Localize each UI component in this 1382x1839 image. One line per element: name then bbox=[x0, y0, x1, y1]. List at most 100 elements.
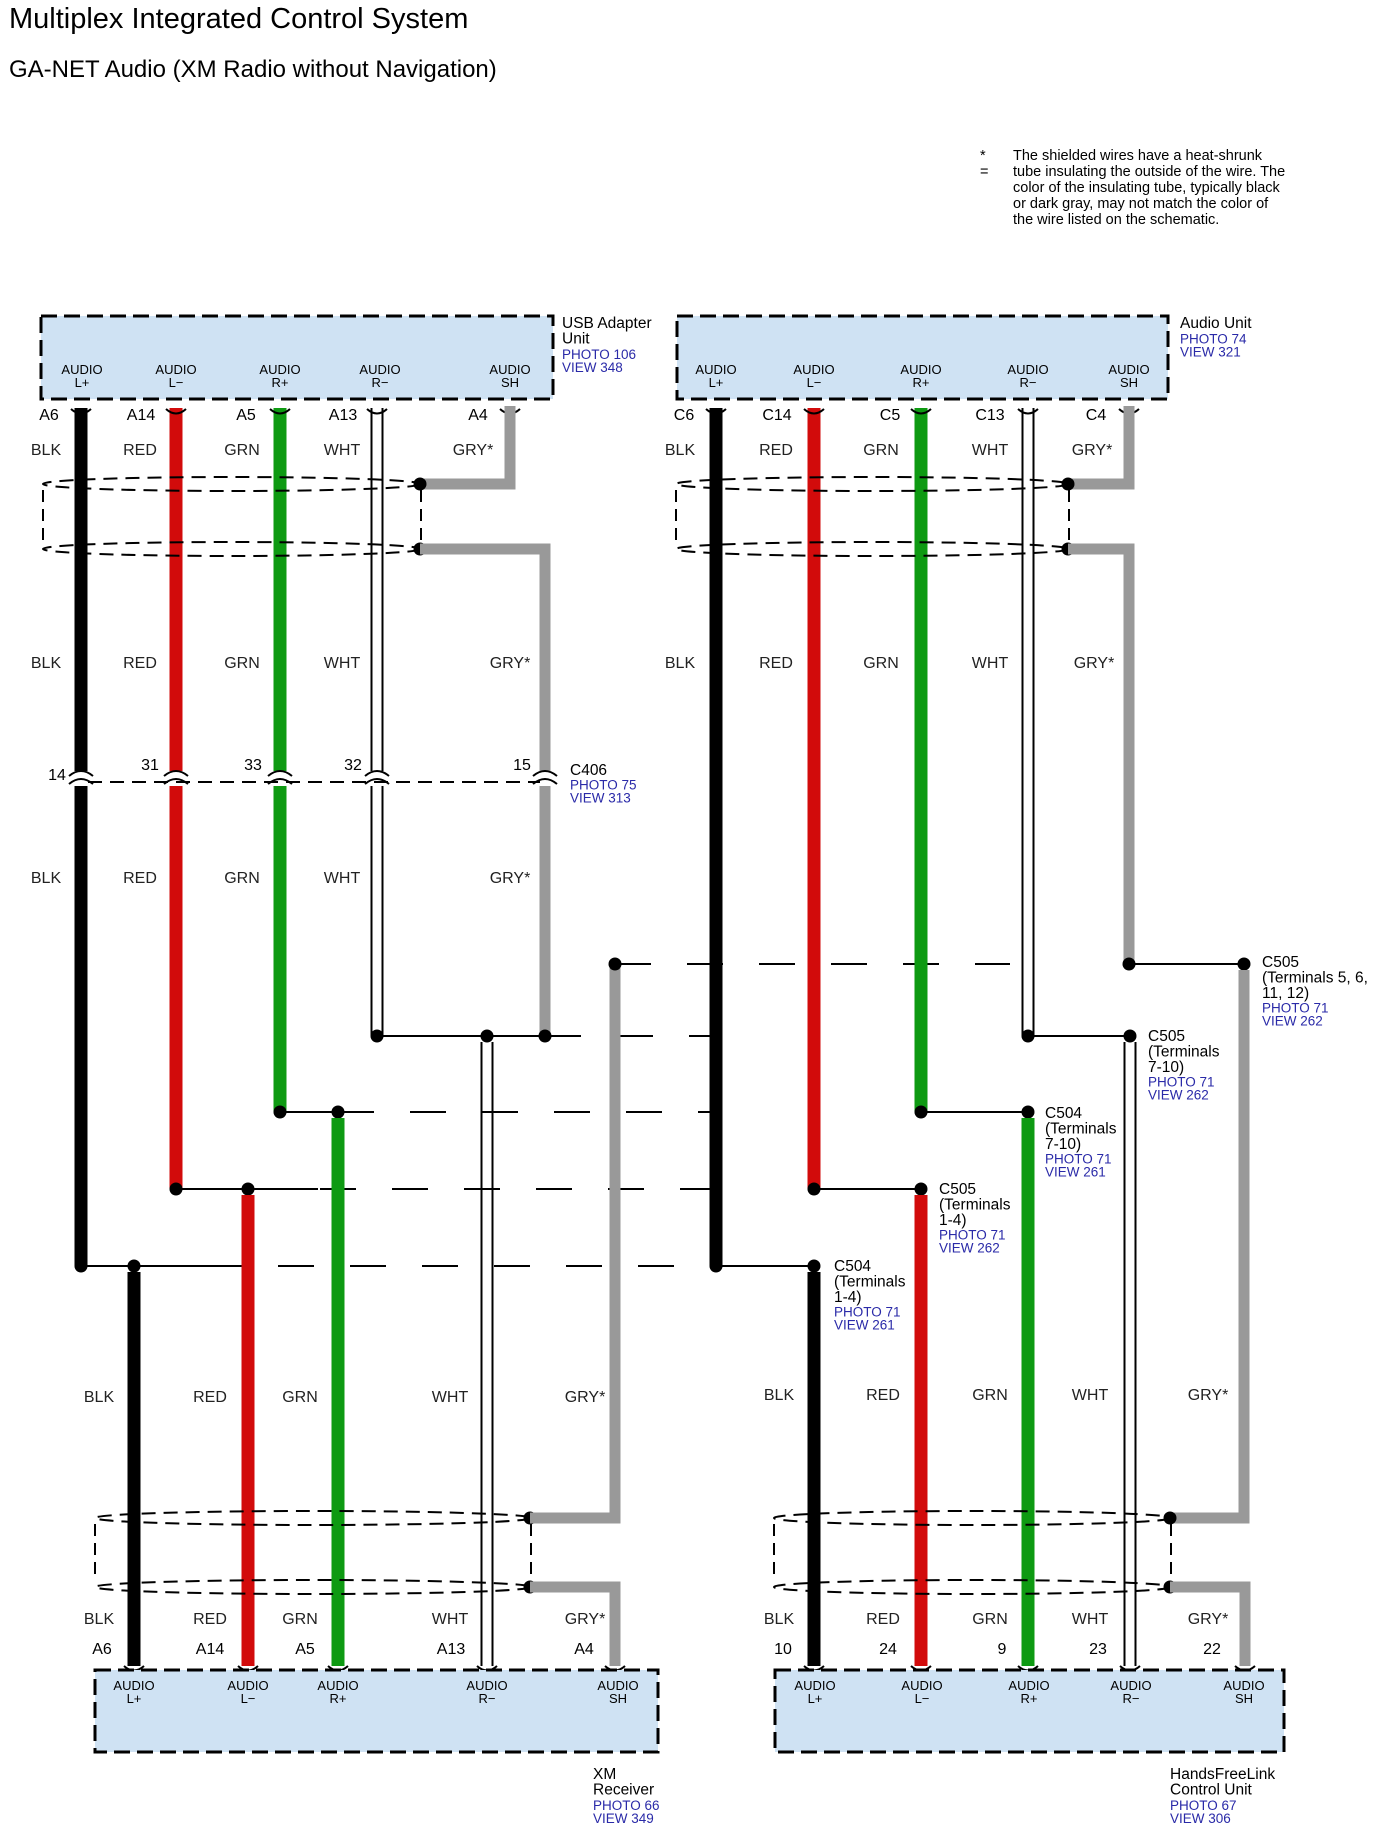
c504-1-4-label: C504 bbox=[834, 1258, 871, 1275]
wire-color-label: WHT bbox=[972, 442, 1009, 459]
shield-outline bbox=[773, 1579, 1172, 1595]
c505-sh-label: 11, 12) bbox=[1262, 985, 1309, 1002]
pin-label: A13 bbox=[329, 407, 358, 424]
wire-color-label: BLK bbox=[665, 442, 696, 459]
c505-sh-label-photo: PHOTO 71 bbox=[1262, 1001, 1329, 1016]
wire-gry-hfl-sh bbox=[1170, 1581, 1251, 1666]
wire-color-label: WHT bbox=[1072, 1387, 1109, 1404]
audio-unit-label: Audio Unit bbox=[1180, 315, 1252, 332]
wire-color-label: GRN bbox=[282, 1611, 318, 1628]
wire-gry-usb-sh bbox=[420, 406, 516, 490]
shield-outline bbox=[42, 476, 422, 492]
hfl-control-unit-box bbox=[773, 1668, 1286, 1754]
wire-color-label: GRY* bbox=[490, 655, 531, 672]
xm-receiver-label: Receiver bbox=[593, 1782, 654, 1799]
usb-adapter-label-view: VIEW 348 bbox=[562, 360, 623, 375]
wire-color-label: GRY* bbox=[565, 1611, 606, 1628]
wire-color-label: GRN bbox=[282, 1389, 318, 1406]
pin-label: A4 bbox=[574, 1641, 594, 1658]
pin-label: 14 bbox=[48, 767, 66, 784]
terminal-label: R+ bbox=[272, 375, 289, 390]
terminal-label: L− bbox=[807, 375, 822, 390]
terminal-label: AUDIO bbox=[317, 1678, 358, 1693]
terminal-label: AUDIO bbox=[466, 1678, 507, 1693]
c504-7-10-label-photo: PHOTO 71 bbox=[1045, 1152, 1112, 1167]
wire-color-label: WHT bbox=[324, 655, 361, 672]
c504-7-10-label: (Terminals bbox=[1045, 1121, 1117, 1138]
wire-color-label: GRN bbox=[224, 442, 260, 459]
connector-mark bbox=[68, 778, 94, 785]
shield-outline bbox=[675, 476, 1070, 492]
wire-color-label: WHT bbox=[972, 655, 1009, 672]
pin-label: A5 bbox=[295, 1641, 315, 1658]
c504-7-10-label: 7-10) bbox=[1045, 1136, 1081, 1153]
shield-splice-dot bbox=[1163, 1511, 1177, 1525]
wire-color-label: GRY* bbox=[1188, 1611, 1229, 1628]
wire-gry-left bbox=[420, 543, 551, 771]
splice-dot bbox=[1123, 1029, 1137, 1043]
xm-receiver-box bbox=[93, 1668, 660, 1754]
c505-7-10-label: C505 bbox=[1148, 1028, 1185, 1045]
pin-label: A5 bbox=[236, 407, 256, 424]
pin-label: A13 bbox=[437, 1641, 466, 1658]
terminal-label: L− bbox=[241, 1691, 256, 1706]
wire-color-label: BLK bbox=[31, 870, 62, 887]
terminal-label: R− bbox=[372, 375, 389, 390]
terminal-label: L+ bbox=[709, 375, 724, 390]
splice-dot bbox=[807, 1182, 821, 1196]
connector-mark bbox=[267, 778, 293, 785]
hfl-control-unit-label-photo: PHOTO 67 bbox=[1170, 1798, 1237, 1813]
wire-end-mark bbox=[705, 408, 727, 415]
terminal-label: AUDIO bbox=[1008, 1678, 1049, 1693]
wire-color-label: GRY* bbox=[565, 1389, 606, 1406]
wire-color-label: BLK bbox=[31, 442, 62, 459]
terminal-label: R+ bbox=[330, 1691, 347, 1706]
pin-label: 22 bbox=[1203, 1641, 1221, 1658]
terminal-label: SH bbox=[1120, 375, 1138, 390]
c505-7-10-label: 7-10) bbox=[1148, 1059, 1184, 1076]
wire-end-mark bbox=[165, 408, 187, 415]
pin-label: C14 bbox=[762, 407, 791, 424]
shield-splice-dot bbox=[1061, 477, 1075, 491]
pin-label: 9 bbox=[998, 1641, 1007, 1658]
splice-dot bbox=[273, 1105, 287, 1119]
c505-7-10-label-view: VIEW 262 bbox=[1148, 1088, 1209, 1103]
splice-dot bbox=[807, 1259, 821, 1273]
audio-unit-label-photo: PHOTO 74 bbox=[1180, 332, 1247, 347]
wire-color-label: RED bbox=[123, 655, 157, 672]
terminal-label: R− bbox=[479, 1691, 496, 1706]
terminal-label: AUDIO bbox=[597, 1678, 638, 1693]
wire-color-label: GRN bbox=[224, 870, 260, 887]
c505-7-10-label-photo: PHOTO 71 bbox=[1148, 1075, 1215, 1090]
wire-color-label: GRN bbox=[972, 1611, 1008, 1628]
pin-label: A14 bbox=[127, 407, 156, 424]
wire-color-label: RED bbox=[123, 870, 157, 887]
wire-gry-hfl-up bbox=[1170, 970, 1250, 1524]
wire-color-label: RED bbox=[866, 1387, 900, 1404]
terminal-label: AUDIO bbox=[359, 362, 400, 377]
splice-dot bbox=[914, 1182, 928, 1196]
shield-outline bbox=[675, 541, 1070, 557]
c406-label: C406 bbox=[570, 762, 607, 779]
connector-mark bbox=[267, 770, 293, 777]
wire-gry-right bbox=[1068, 543, 1135, 961]
wire-color-label: RED bbox=[123, 442, 157, 459]
wire-end-mark bbox=[70, 408, 92, 415]
c504-7-10-label: C504 bbox=[1045, 1105, 1082, 1122]
wire-color-label: BLK bbox=[764, 1611, 795, 1628]
terminal-label: AUDIO bbox=[155, 362, 196, 377]
terminal-label: AUDIO bbox=[695, 362, 736, 377]
connector-mark bbox=[163, 778, 189, 785]
c504-1-4-label: (Terminals bbox=[834, 1274, 906, 1291]
wire-color-label: GRY* bbox=[1188, 1387, 1229, 1404]
terminal-label: AUDIO bbox=[901, 1678, 942, 1693]
c505-sh-label: (Terminals 5, 6, bbox=[1262, 970, 1368, 987]
wire-color-label: GRY* bbox=[453, 442, 494, 459]
terminal-label: L+ bbox=[808, 1691, 823, 1706]
splice-dot bbox=[74, 1259, 88, 1273]
terminal-label: AUDIO bbox=[1007, 362, 1048, 377]
terminal-label: R− bbox=[1123, 1691, 1140, 1706]
c505-1-4-label: C505 bbox=[939, 1181, 976, 1198]
wire-color-label: RED bbox=[759, 442, 793, 459]
wire-color-label: GRY* bbox=[1074, 655, 1115, 672]
